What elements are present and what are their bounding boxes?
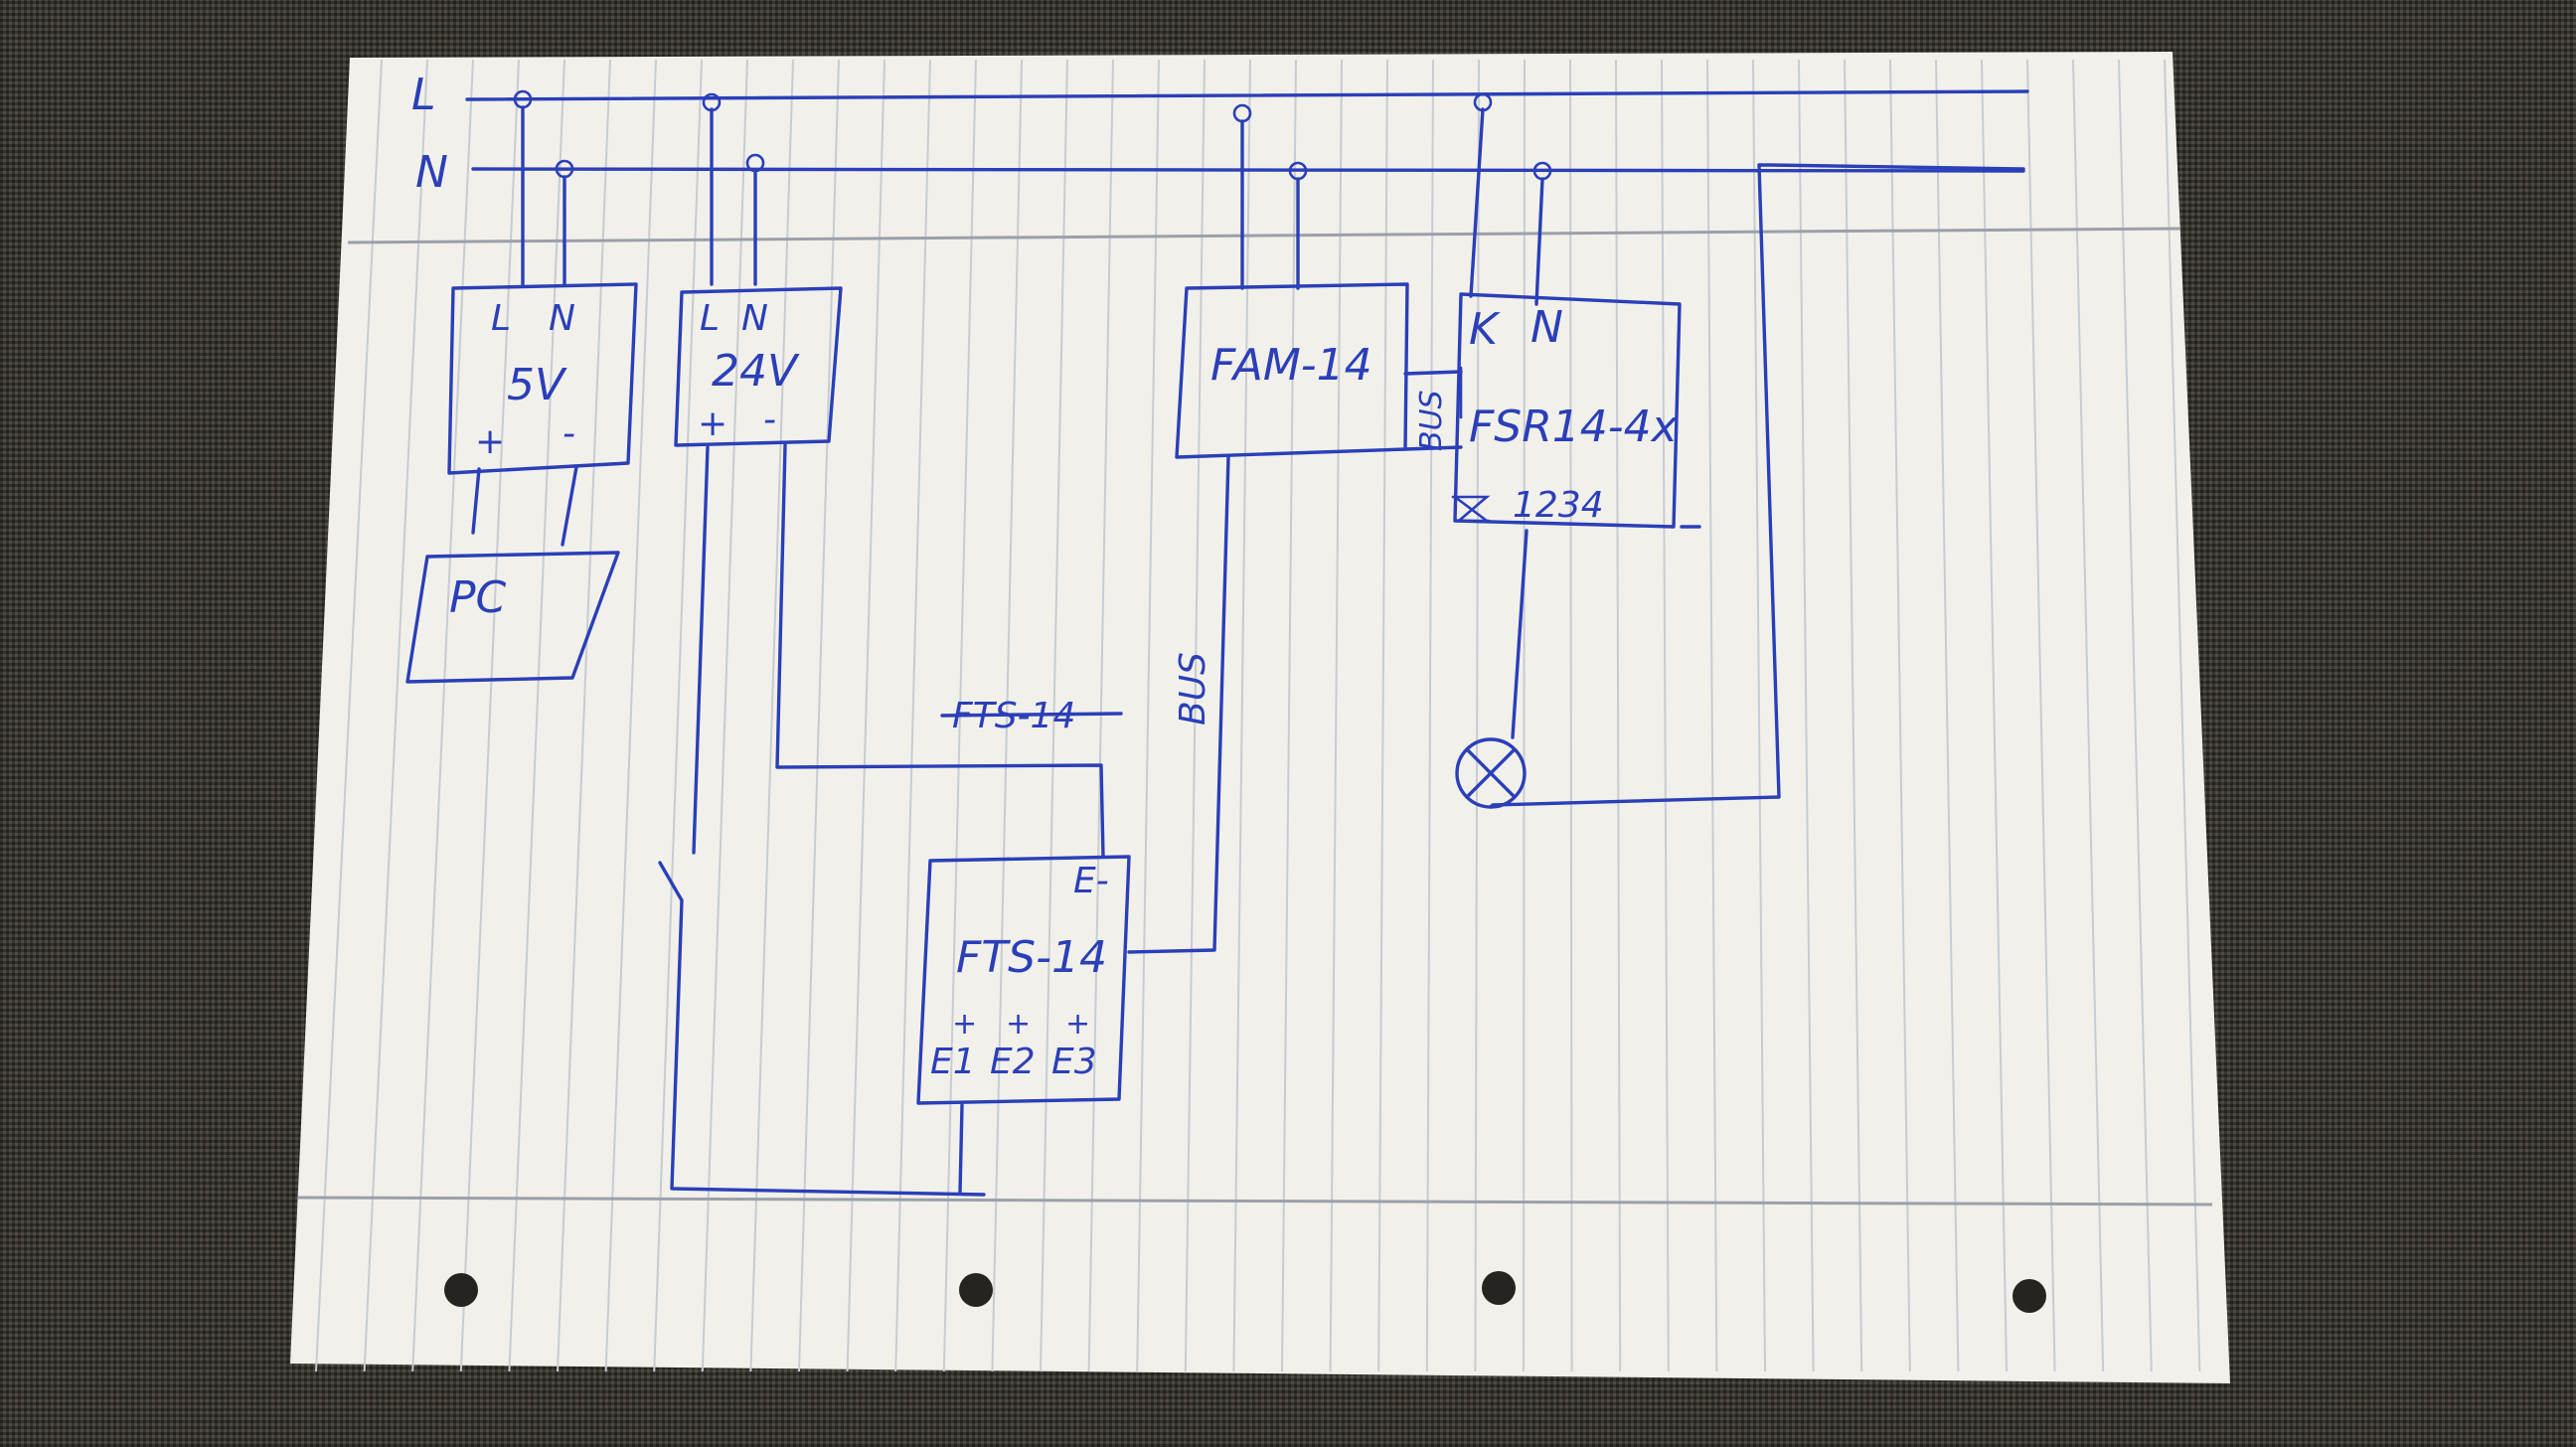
psu-5v-n-terminal: N (549, 298, 575, 339)
psu-24v-l-terminal: L (700, 298, 720, 339)
ruled-lines (315, 59, 2201, 1372)
psu-24v: L N 24V + - (674, 107, 1105, 859)
bus-wire (1127, 455, 1230, 954)
pc-box: PC (405, 551, 620, 684)
bottom-margin-line (297, 1196, 2213, 1206)
punch-hole (444, 1273, 478, 1307)
ruled-line (508, 59, 565, 1372)
punch-hole (959, 1273, 993, 1307)
punch-hole (2012, 1279, 2046, 1313)
ruled-line (1798, 59, 1815, 1372)
ruled-line (749, 59, 794, 1372)
rail-n (471, 167, 2025, 173)
ruled-line (459, 59, 520, 1372)
ruled-line (411, 59, 474, 1372)
ruled-line (1087, 59, 1114, 1372)
fts-e2: E2 (990, 1042, 1036, 1082)
fts-e3: E3 (1051, 1042, 1097, 1082)
ruled-line (1752, 59, 1766, 1372)
ruled-line (1706, 59, 1718, 1372)
ruled-line (1523, 59, 1526, 1372)
fsr-k-terminal: K (1469, 304, 1501, 355)
ruled-line (1569, 59, 1573, 1372)
ruled-line (2164, 59, 2201, 1372)
fam-14-module: FAM-14 BUS (1175, 119, 1463, 459)
ruled-line (653, 59, 703, 1372)
fts-plus-3: + (1065, 1007, 1090, 1042)
fsr14-module: K N FSR14-4x 1234 (1451, 107, 1701, 529)
psu-5v-plus: + (475, 421, 505, 462)
fsr-name: FSR14-4x (1469, 402, 1679, 452)
paper-sheet (290, 52, 2230, 1383)
psu-24v-n-terminal: N (741, 298, 768, 339)
psu-24v-minus: - (763, 400, 776, 440)
ruled-line (1474, 59, 1480, 1372)
ruled-line (1889, 59, 1911, 1372)
ruled-line (604, 59, 657, 1372)
lamp-circuit (1455, 163, 2025, 809)
rail-l (465, 89, 2029, 101)
ruled-line (1184, 59, 1206, 1372)
fts-e1: E1 (930, 1042, 976, 1082)
fts-e-minus: E- (1073, 861, 1109, 901)
crossed-terminal-mark (1451, 495, 1491, 523)
bus-vertical-label: BUS (1173, 652, 1213, 725)
ruled-line (846, 59, 886, 1372)
strike-through-line (940, 712, 1123, 718)
psu-24v-name: 24V (712, 346, 800, 397)
psu-5v: L N 5V + - (447, 105, 638, 547)
ruled-line (1844, 59, 1863, 1372)
ruled-line (1329, 59, 1343, 1372)
psu-5v-l-terminal: L (491, 298, 511, 339)
ruled-line (315, 59, 383, 1372)
label-l: L (411, 70, 436, 120)
label-n: N (415, 147, 448, 198)
ruled-line (557, 59, 611, 1372)
ruled-line (363, 59, 428, 1372)
top-margin-line (347, 227, 2181, 244)
ruled-line (2026, 59, 2056, 1372)
pc-name: PC (449, 572, 507, 623)
ruled-line (798, 59, 840, 1372)
fts-plus-2: + (1006, 1007, 1031, 1042)
ruled-line (1615, 59, 1622, 1372)
ruled-line (894, 59, 931, 1372)
ruled-line (1377, 59, 1388, 1372)
psu-5v-name: 5V (507, 360, 567, 410)
fsr-terminals: 1234 (1513, 485, 1604, 526)
fts-14-module: E- FTS-14 + + + E1 E2 E3 (916, 855, 1131, 1195)
switch-return-wire (658, 861, 986, 1197)
fts-name: FTS-14 (956, 932, 1107, 983)
fam-14-name: FAM-14 (1210, 340, 1372, 391)
ruled-line (1981, 59, 2008, 1372)
fsr-n-terminal: N (1530, 302, 1563, 353)
ruled-line (1136, 59, 1160, 1372)
ruled-line (1661, 59, 1670, 1372)
ruled-line (2072, 59, 2105, 1372)
ruled-line (1232, 59, 1251, 1372)
ruled-line (701, 59, 748, 1372)
fam-bus-label: BUS (1414, 390, 1449, 451)
ruled-line (1425, 59, 1434, 1372)
psu-24v-plus: + (698, 403, 727, 444)
ruled-line (1281, 59, 1297, 1372)
punch-hole (1482, 1271, 1516, 1305)
fts-plus-1: + (952, 1007, 977, 1042)
psu-5v-minus: - (563, 413, 575, 454)
ruled-line (2118, 59, 2153, 1372)
ruled-line (1935, 59, 1960, 1372)
